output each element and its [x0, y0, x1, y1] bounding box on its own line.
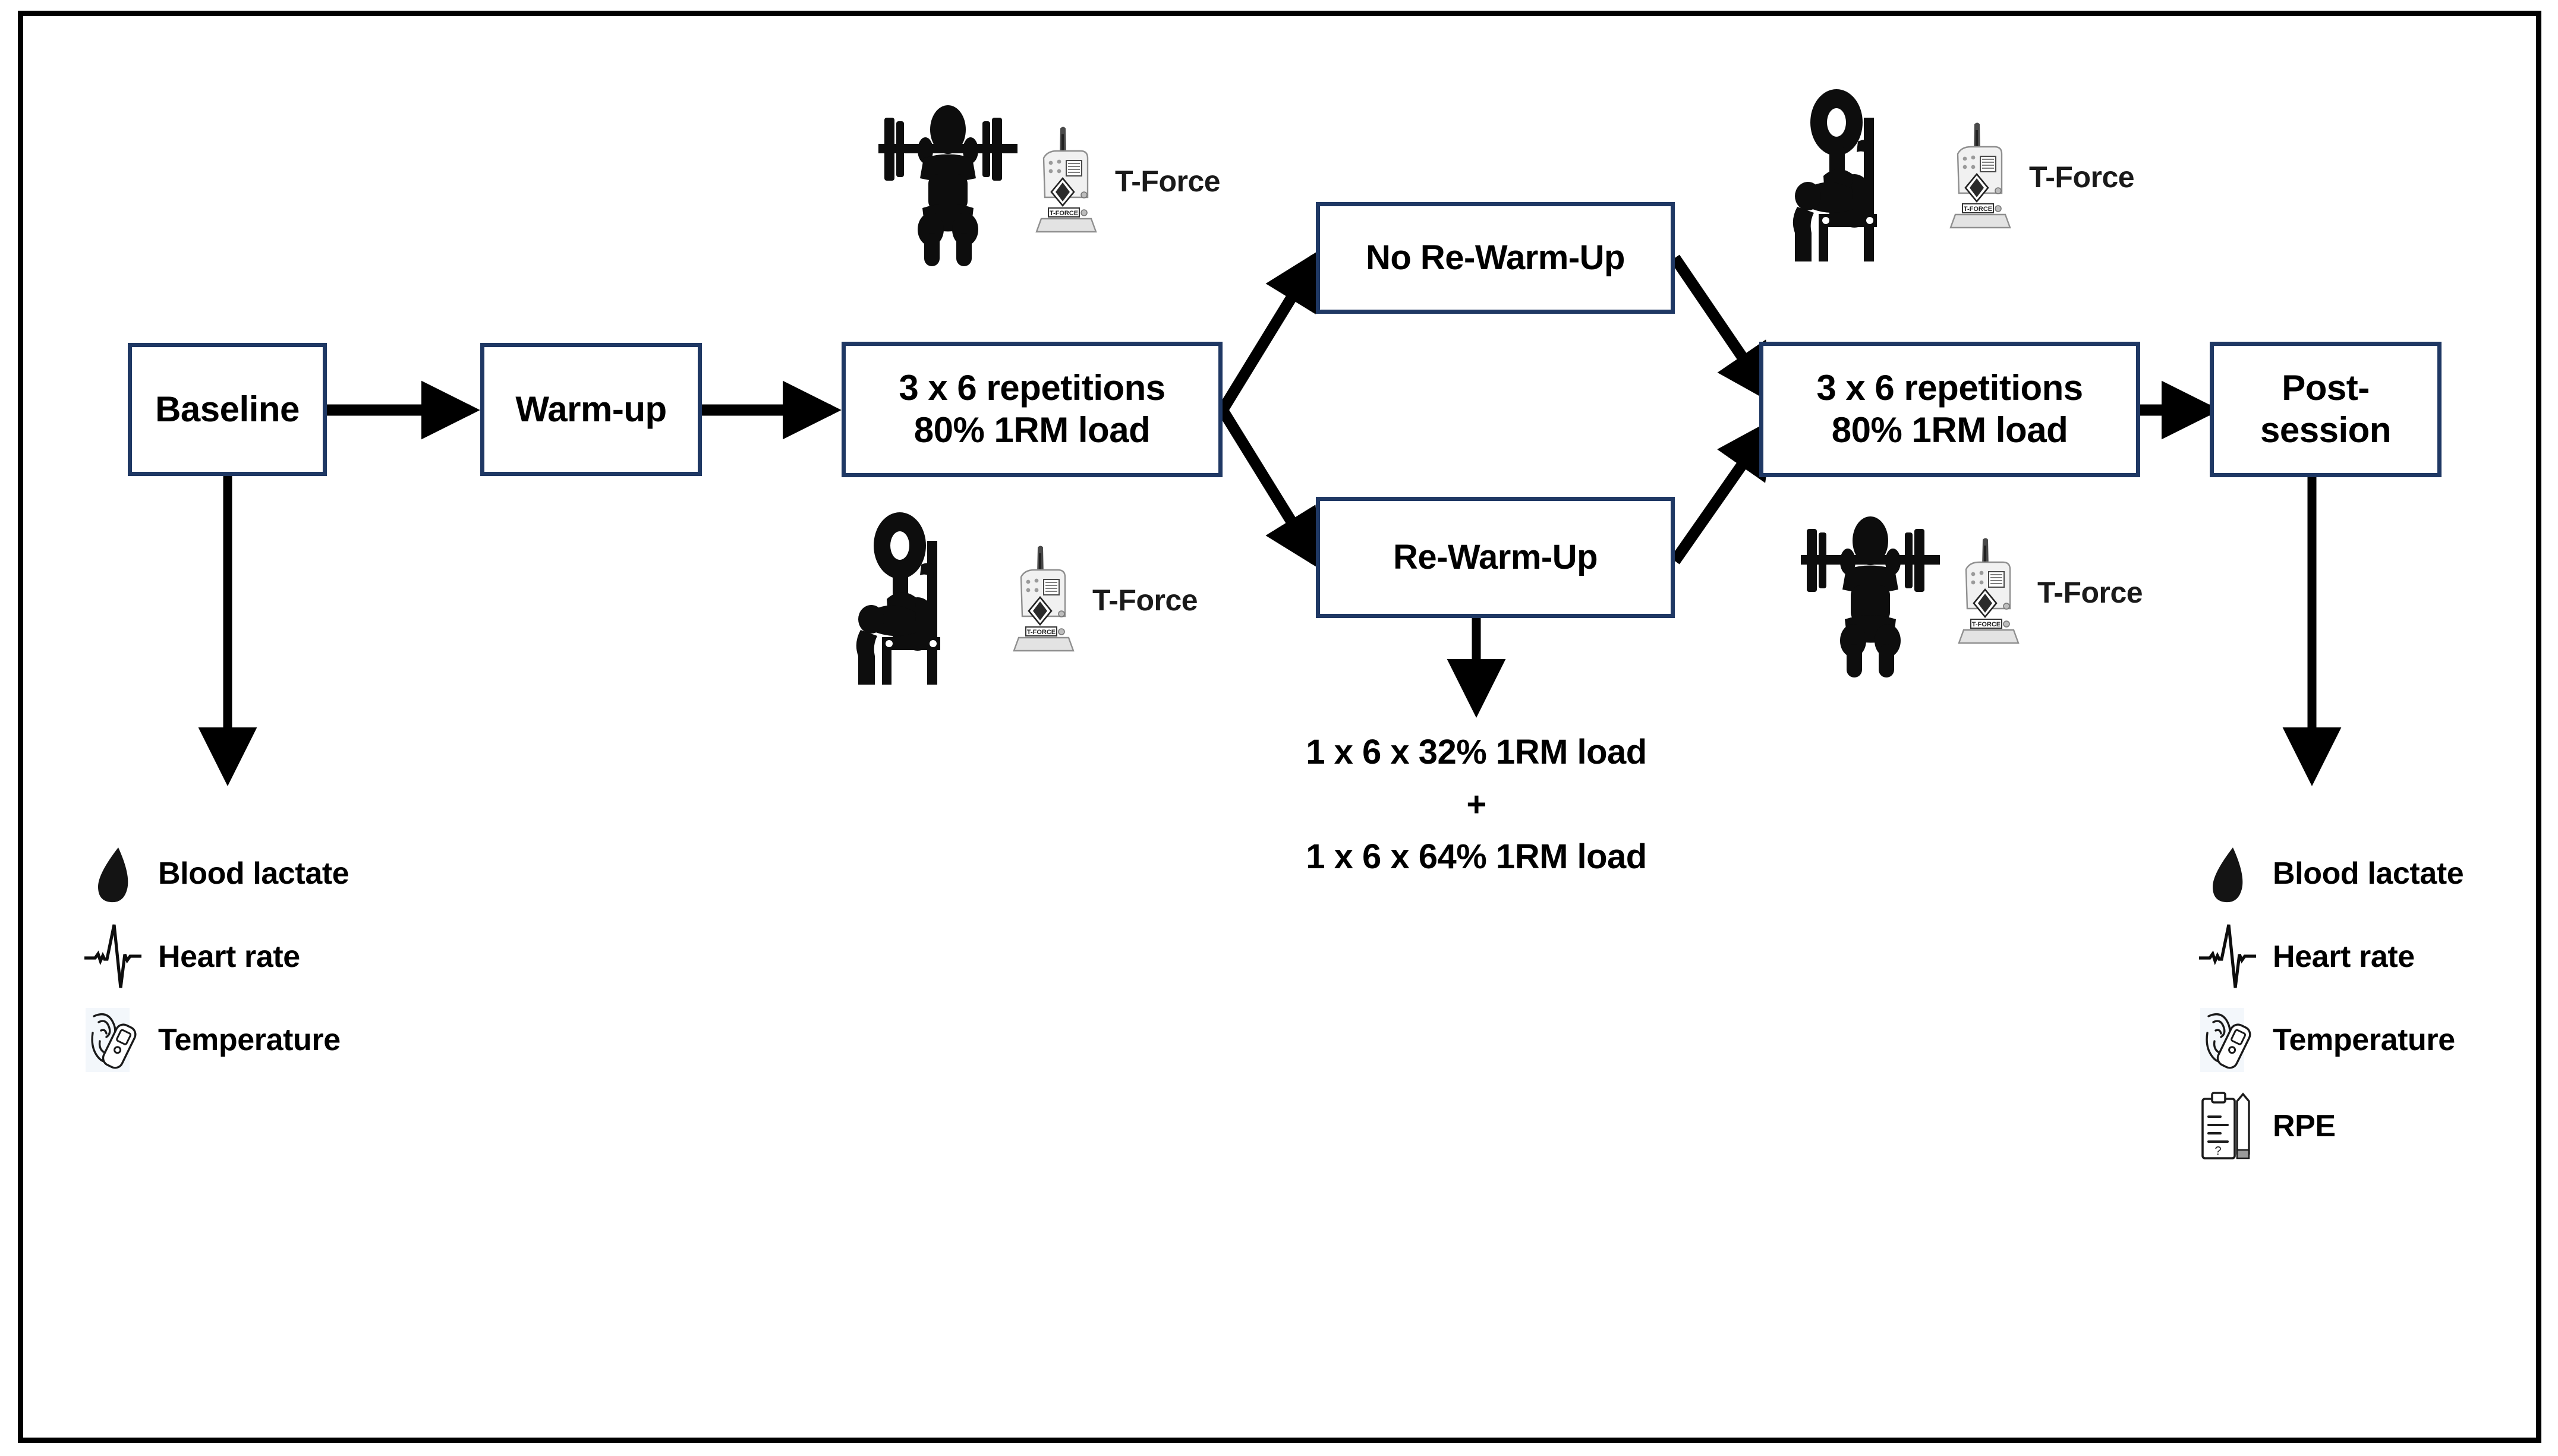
- legend-label: Blood lactate: [2273, 856, 2464, 891]
- box-baseline-label: Baseline: [155, 389, 300, 429]
- heart-rate-ecg-icon: [83, 924, 143, 990]
- blood-drop-icon: [83, 844, 143, 903]
- box-baseline[interactable]: Baseline: [128, 343, 327, 476]
- box-first-block-line2: 80% 1RM load: [913, 410, 1151, 450]
- legend-item-heart-rate: Heart rate: [83, 915, 349, 998]
- bench-press-exercise-icon: [856, 512, 940, 685]
- legend-label: Heart rate: [2273, 940, 2415, 974]
- box-post-session-line2: session: [2260, 410, 2391, 450]
- ear-thermometer-icon: [83, 1007, 143, 1073]
- box-post-session[interactable]: Post- session: [2210, 342, 2442, 477]
- box-rewarmup[interactable]: Re-Warm-Up: [1316, 497, 1675, 618]
- svg-text:T-FORCE: T-FORCE: [1050, 210, 1078, 217]
- tforce-group-first-block-bench-press: T-FORCE T-Force: [851, 511, 1198, 689]
- box-second-training-block[interactable]: 3 x 6 repetitions 80% 1RM load: [1759, 342, 2140, 477]
- box-first-block-line1: 3 x 6 repetitions: [899, 368, 1165, 408]
- legend-label: Temperature: [158, 1023, 341, 1057]
- box-warmup-label: Warm-up: [515, 389, 667, 429]
- rewarmup-protocol-line1: 1 x 6 x 32% 1RM load: [1306, 733, 1647, 771]
- tforce-encoder-icon: T-FORCE: [1035, 127, 1097, 233]
- rewarmup-protocol-text: 1 x 6 x 32% 1RM load + 1 x 6 x 64% 1RM l…: [1209, 726, 1744, 883]
- blood-drop-icon: [2198, 844, 2257, 903]
- box-second-block-line1: 3 x 6 repetitions: [1816, 368, 2083, 408]
- legend-item-temperature: Temperature: [83, 998, 349, 1082]
- legend-item-blood-lactate: Blood lactate: [83, 832, 349, 915]
- tforce-group-second-block-squat: T-FORCE T-Force: [1796, 506, 2143, 679]
- tforce-label: T-Force: [1092, 584, 1198, 617]
- tforce-label: T-Force: [2029, 160, 2135, 194]
- tforce-encoder-icon: T-FORCE: [1958, 538, 2020, 644]
- legend-label: RPE: [2273, 1109, 2336, 1143]
- squat-exercise-icon: [1801, 516, 1940, 677]
- legend-item-temperature: Temperature: [2198, 998, 2464, 1082]
- box-second-block-line2: 80% 1RM load: [1831, 410, 2068, 450]
- box-warmup[interactable]: Warm-up: [480, 343, 702, 476]
- clipboard-pencil-icon: ?: [2198, 1091, 2257, 1162]
- rewarmup-protocol-plus: +: [1466, 785, 1486, 824]
- legend-label: Heart rate: [158, 940, 300, 974]
- tforce-encoder-icon: T-FORCE: [1949, 122, 2011, 229]
- svg-text:?: ?: [2214, 1145, 2221, 1158]
- box-first-training-block[interactable]: 3 x 6 repetitions 80% 1RM load: [842, 342, 1223, 477]
- legend-label: Blood lactate: [158, 856, 349, 891]
- tforce-group-first-block-squat: T-FORCE T-Force: [874, 95, 1221, 267]
- box-no-rewarmup[interactable]: No Re-Warm-Up: [1316, 202, 1675, 314]
- tforce-label: T-Force: [2037, 576, 2143, 609]
- squat-exercise-icon: [878, 105, 1017, 266]
- svg-text:T-FORCE: T-FORCE: [1027, 629, 1056, 636]
- tforce-encoder-icon: T-FORCE: [1013, 546, 1075, 652]
- tforce-group-second-block-bench-press: T-FORCE T-Force: [1788, 88, 2135, 266]
- ear-thermometer-icon: [2198, 1007, 2257, 1073]
- bench-press-exercise-icon: [1793, 89, 1877, 261]
- box-post-session-line1: Post-: [2282, 368, 2370, 408]
- svg-text:T-FORCE: T-FORCE: [1964, 206, 1992, 213]
- tforce-label: T-Force: [1115, 165, 1221, 198]
- legend-item-blood-lactate: Blood lactate: [2198, 832, 2464, 915]
- box-rewarmup-label: Re-Warm-Up: [1393, 537, 1598, 576]
- legend-item-rpe: ? RPE: [2198, 1082, 2464, 1171]
- baseline-measurements-legend: Blood lactate Heart rate: [83, 832, 349, 1082]
- legend-label: Temperature: [2273, 1023, 2455, 1057]
- rewarmup-protocol-line3: 1 x 6 x 64% 1RM load: [1306, 837, 1647, 877]
- heart-rate-ecg-icon: [2198, 924, 2257, 990]
- post-session-measurements-legend: Blood lactate Heart rate: [2198, 832, 2464, 1171]
- legend-item-heart-rate: Heart rate: [2198, 915, 2464, 998]
- svg-text:T-FORCE: T-FORCE: [1972, 621, 2001, 628]
- box-no-rewarmup-label: No Re-Warm-Up: [1365, 238, 1625, 277]
